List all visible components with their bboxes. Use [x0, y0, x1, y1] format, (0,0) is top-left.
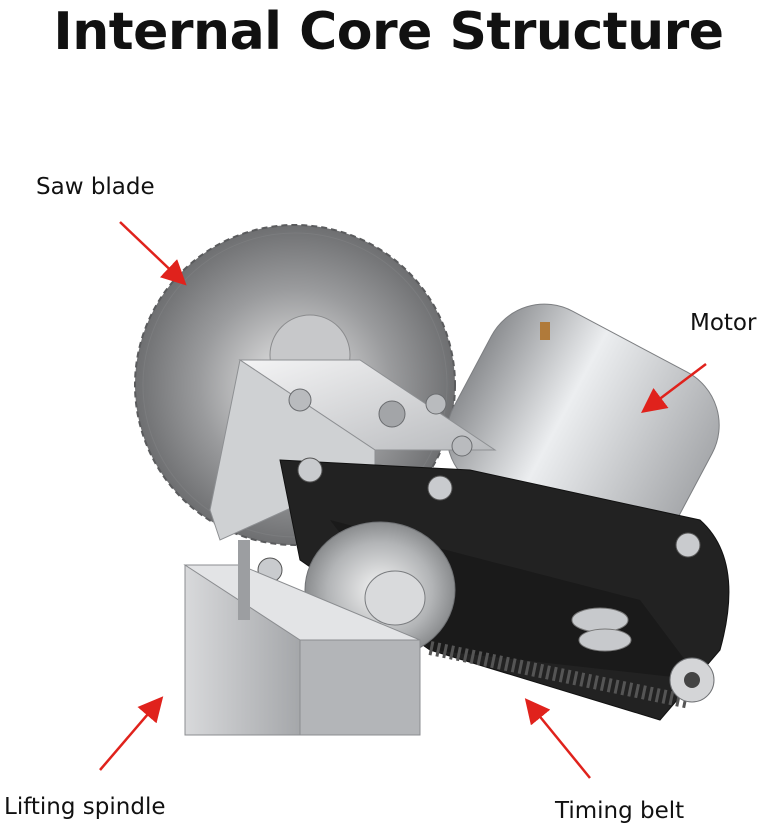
spindle-block-icon: [183, 540, 421, 736]
arrow-icon: [119, 221, 187, 286]
arrow-icon: [524, 698, 591, 779]
mounting-plate-icon: [209, 359, 497, 541]
arrow-icon: [641, 363, 707, 414]
page-title: Internal Core Structure: [53, 2, 724, 62]
arrow-icon: [99, 696, 164, 771]
motor-label: Motor: [690, 310, 757, 336]
lifting-spindle-label: Lifting spindle: [4, 794, 166, 820]
spring-icon: [571, 607, 632, 652]
saw-blade-label: Saw blade: [36, 174, 155, 200]
timing-belt-label: Timing belt: [555, 798, 685, 824]
